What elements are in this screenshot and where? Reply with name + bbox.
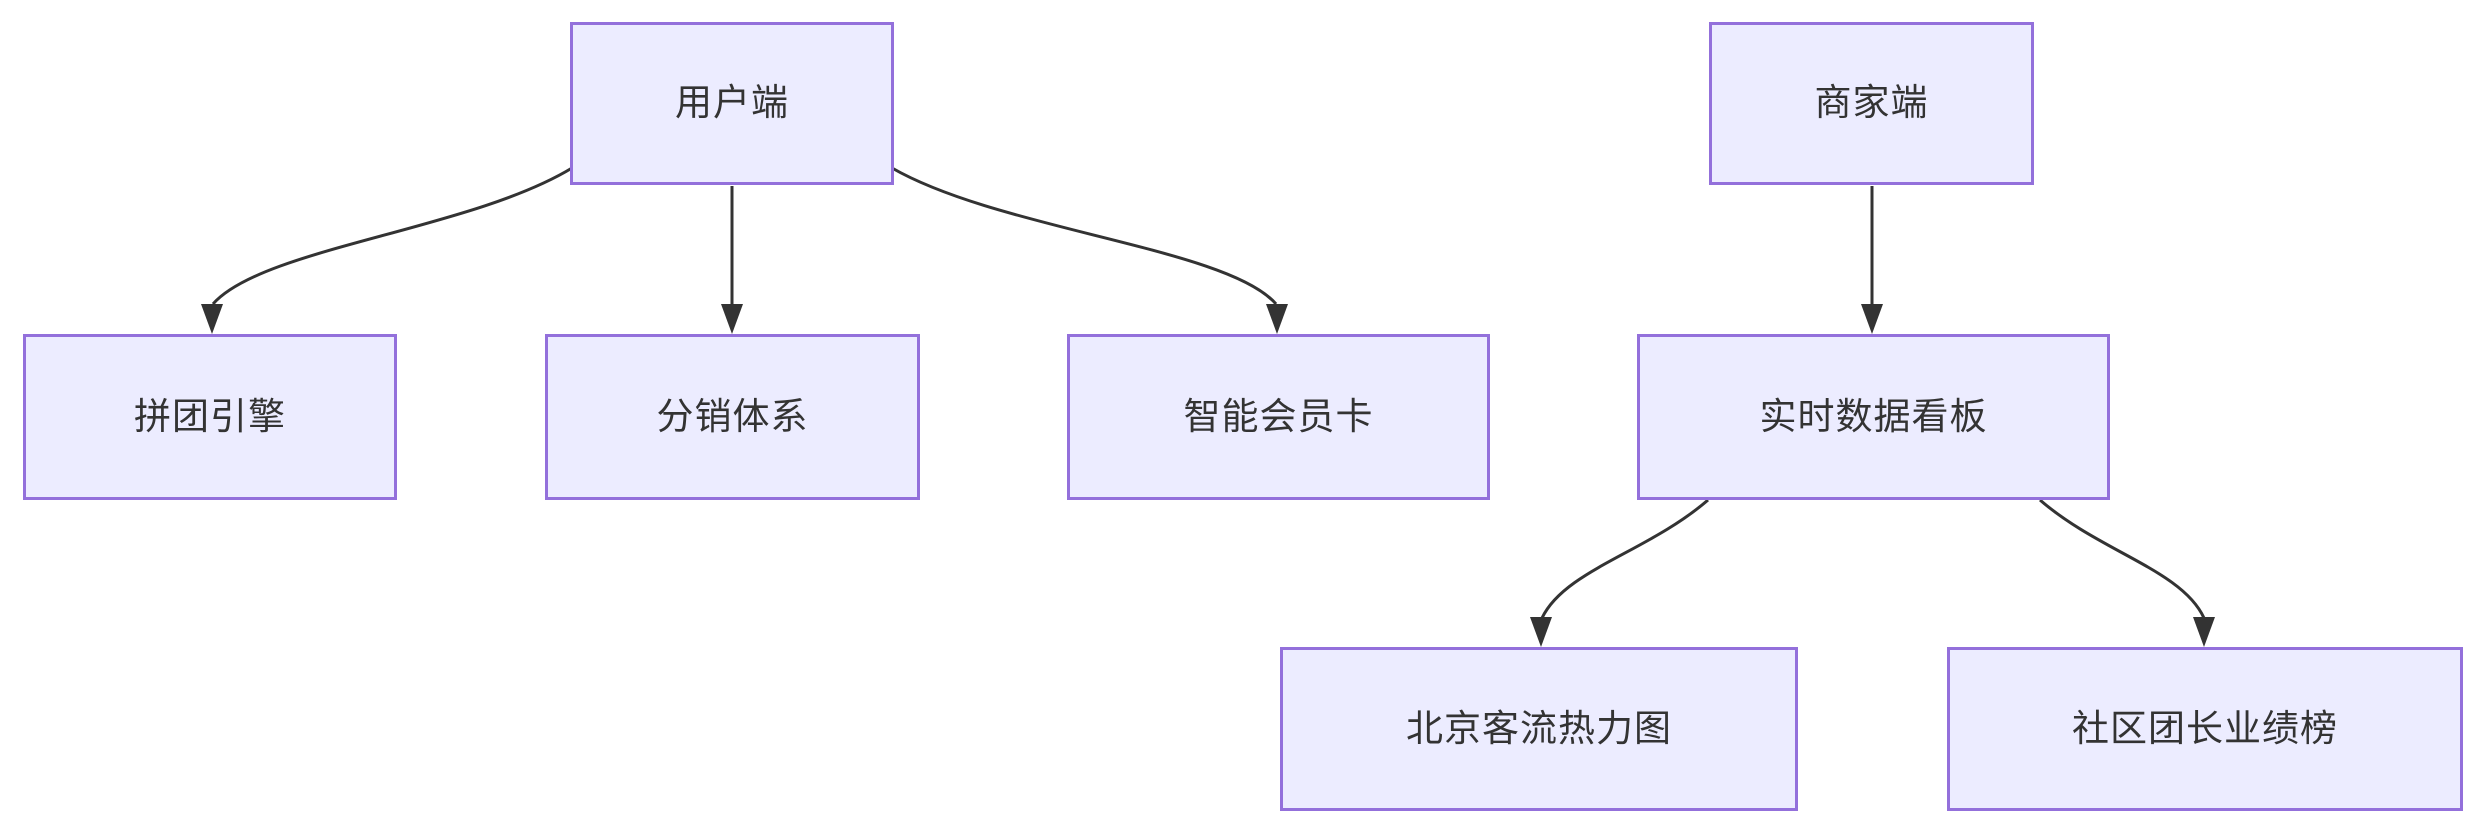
- node-beijing-heatmap-label: 北京客流热力图: [1406, 706, 1672, 750]
- node-community-leaderboard-label: 社区团长业绩榜: [2072, 706, 2338, 750]
- edge-dashboard-to-leaderboard: [2039, 498, 2206, 619]
- node-distribution-system-label: 分销体系: [656, 394, 809, 438]
- node-realtime-dashboard-label: 实时数据看板: [1759, 394, 1988, 438]
- node-group-buy-engine: 拼团引擎: [23, 334, 397, 500]
- arrowhead-dashboard: [1861, 304, 1883, 334]
- arrowhead-distribution: [721, 304, 743, 334]
- edge-user-to-groupbuy: [211, 166, 573, 305]
- node-distribution-system: 分销体系: [545, 334, 920, 500]
- edge-user-to-membercard: [891, 166, 1278, 305]
- node-merchant-side-label: 商家端: [1814, 81, 1929, 125]
- edge-dashboard-to-heatmap: [1540, 498, 1709, 619]
- node-merchant-side: 商家端: [1709, 22, 2034, 185]
- arrowhead-leaderboard: [2193, 617, 2215, 647]
- arrowhead-heatmap: [1530, 617, 1552, 647]
- node-realtime-dashboard: 实时数据看板: [1637, 334, 2110, 500]
- node-community-leaderboard: 社区团长业绩榜: [1947, 647, 2463, 811]
- node-user-side: 用户端: [570, 22, 894, 185]
- node-smart-member-card: 智能会员卡: [1067, 334, 1490, 500]
- node-user-side-label: 用户端: [675, 81, 789, 125]
- node-group-buy-engine-label: 拼团引擎: [134, 394, 286, 438]
- arrowhead-groupbuy: [201, 304, 223, 334]
- node-beijing-heatmap: 北京客流热力图: [1280, 647, 1798, 811]
- node-smart-member-card-label: 智能会员卡: [1183, 394, 1374, 438]
- arrowhead-membercard: [1266, 304, 1288, 334]
